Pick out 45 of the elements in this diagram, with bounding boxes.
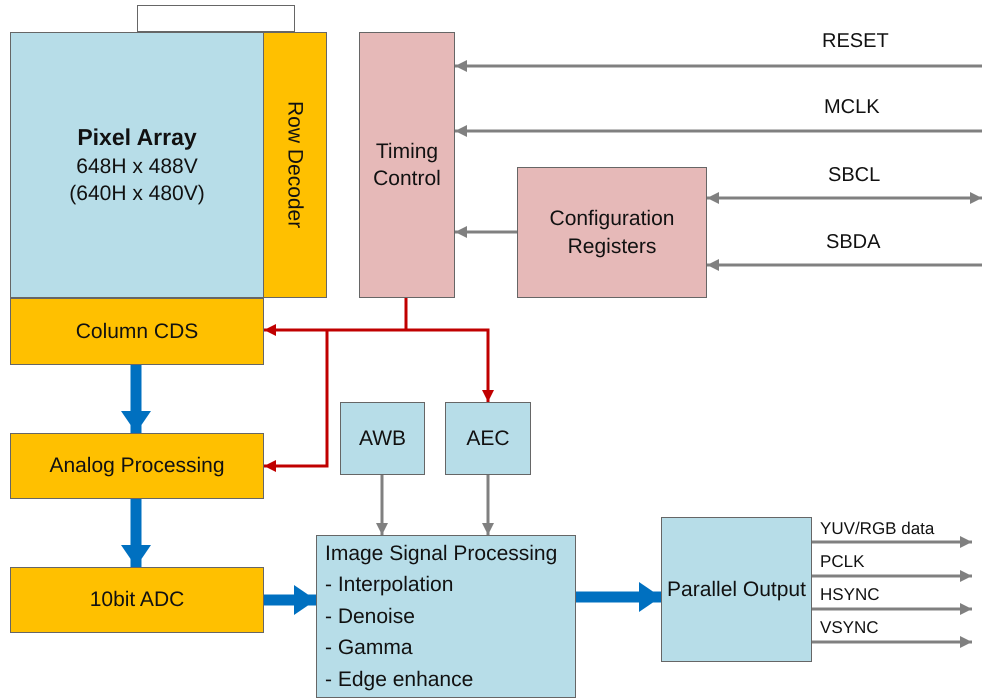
block-title: Analog Processing <box>49 453 225 480</box>
arrow <box>121 499 151 567</box>
arrow <box>812 603 972 615</box>
block-title: Parallel Output <box>667 576 806 603</box>
arrow <box>812 636 972 648</box>
block-title: AEC <box>466 426 510 452</box>
block-subtitle: (640H x 480V) <box>69 180 205 207</box>
block-title: Timing Control <box>372 138 442 192</box>
block-title: Image Signal Processing <box>325 540 558 567</box>
block-subtitle: 648H x 488V <box>76 154 198 180</box>
timing-control-box <box>359 32 455 298</box>
arrow <box>812 570 972 582</box>
block-title: Configuration Registers <box>548 206 676 260</box>
arrow <box>455 226 517 238</box>
list-item: - Edge enhance <box>325 666 474 693</box>
arrow <box>264 585 316 615</box>
arrow <box>455 125 982 137</box>
block-title: 10bit ADC <box>90 587 184 614</box>
arrow <box>121 365 151 433</box>
block-title: AWB <box>358 426 406 452</box>
row-decoder-bar <box>263 32 327 298</box>
pixel-array-box <box>10 32 264 298</box>
empty-box <box>137 5 295 32</box>
arrow <box>812 536 972 548</box>
aec-box <box>445 402 531 475</box>
arrow <box>404 298 494 402</box>
block-title: Column CDS <box>76 318 198 345</box>
output-box <box>661 517 812 662</box>
arrow <box>376 475 388 535</box>
column-cds-bar <box>10 298 264 365</box>
list-item: - Gamma <box>325 635 413 662</box>
arrow <box>707 259 982 271</box>
list-item: - Interpolation <box>325 572 454 598</box>
analog-processing-box <box>10 433 264 499</box>
arrow <box>455 60 982 72</box>
adc-box <box>10 567 264 633</box>
arrow <box>707 192 982 204</box>
list-item: - Denoise <box>325 604 415 630</box>
block-title: Pixel Array <box>77 122 197 152</box>
arrow <box>482 475 494 535</box>
block-title: Row Decoder <box>282 101 308 229</box>
isp-box <box>316 535 576 698</box>
register-box <box>517 167 707 298</box>
awb-box <box>340 402 425 475</box>
arrow <box>576 582 661 612</box>
